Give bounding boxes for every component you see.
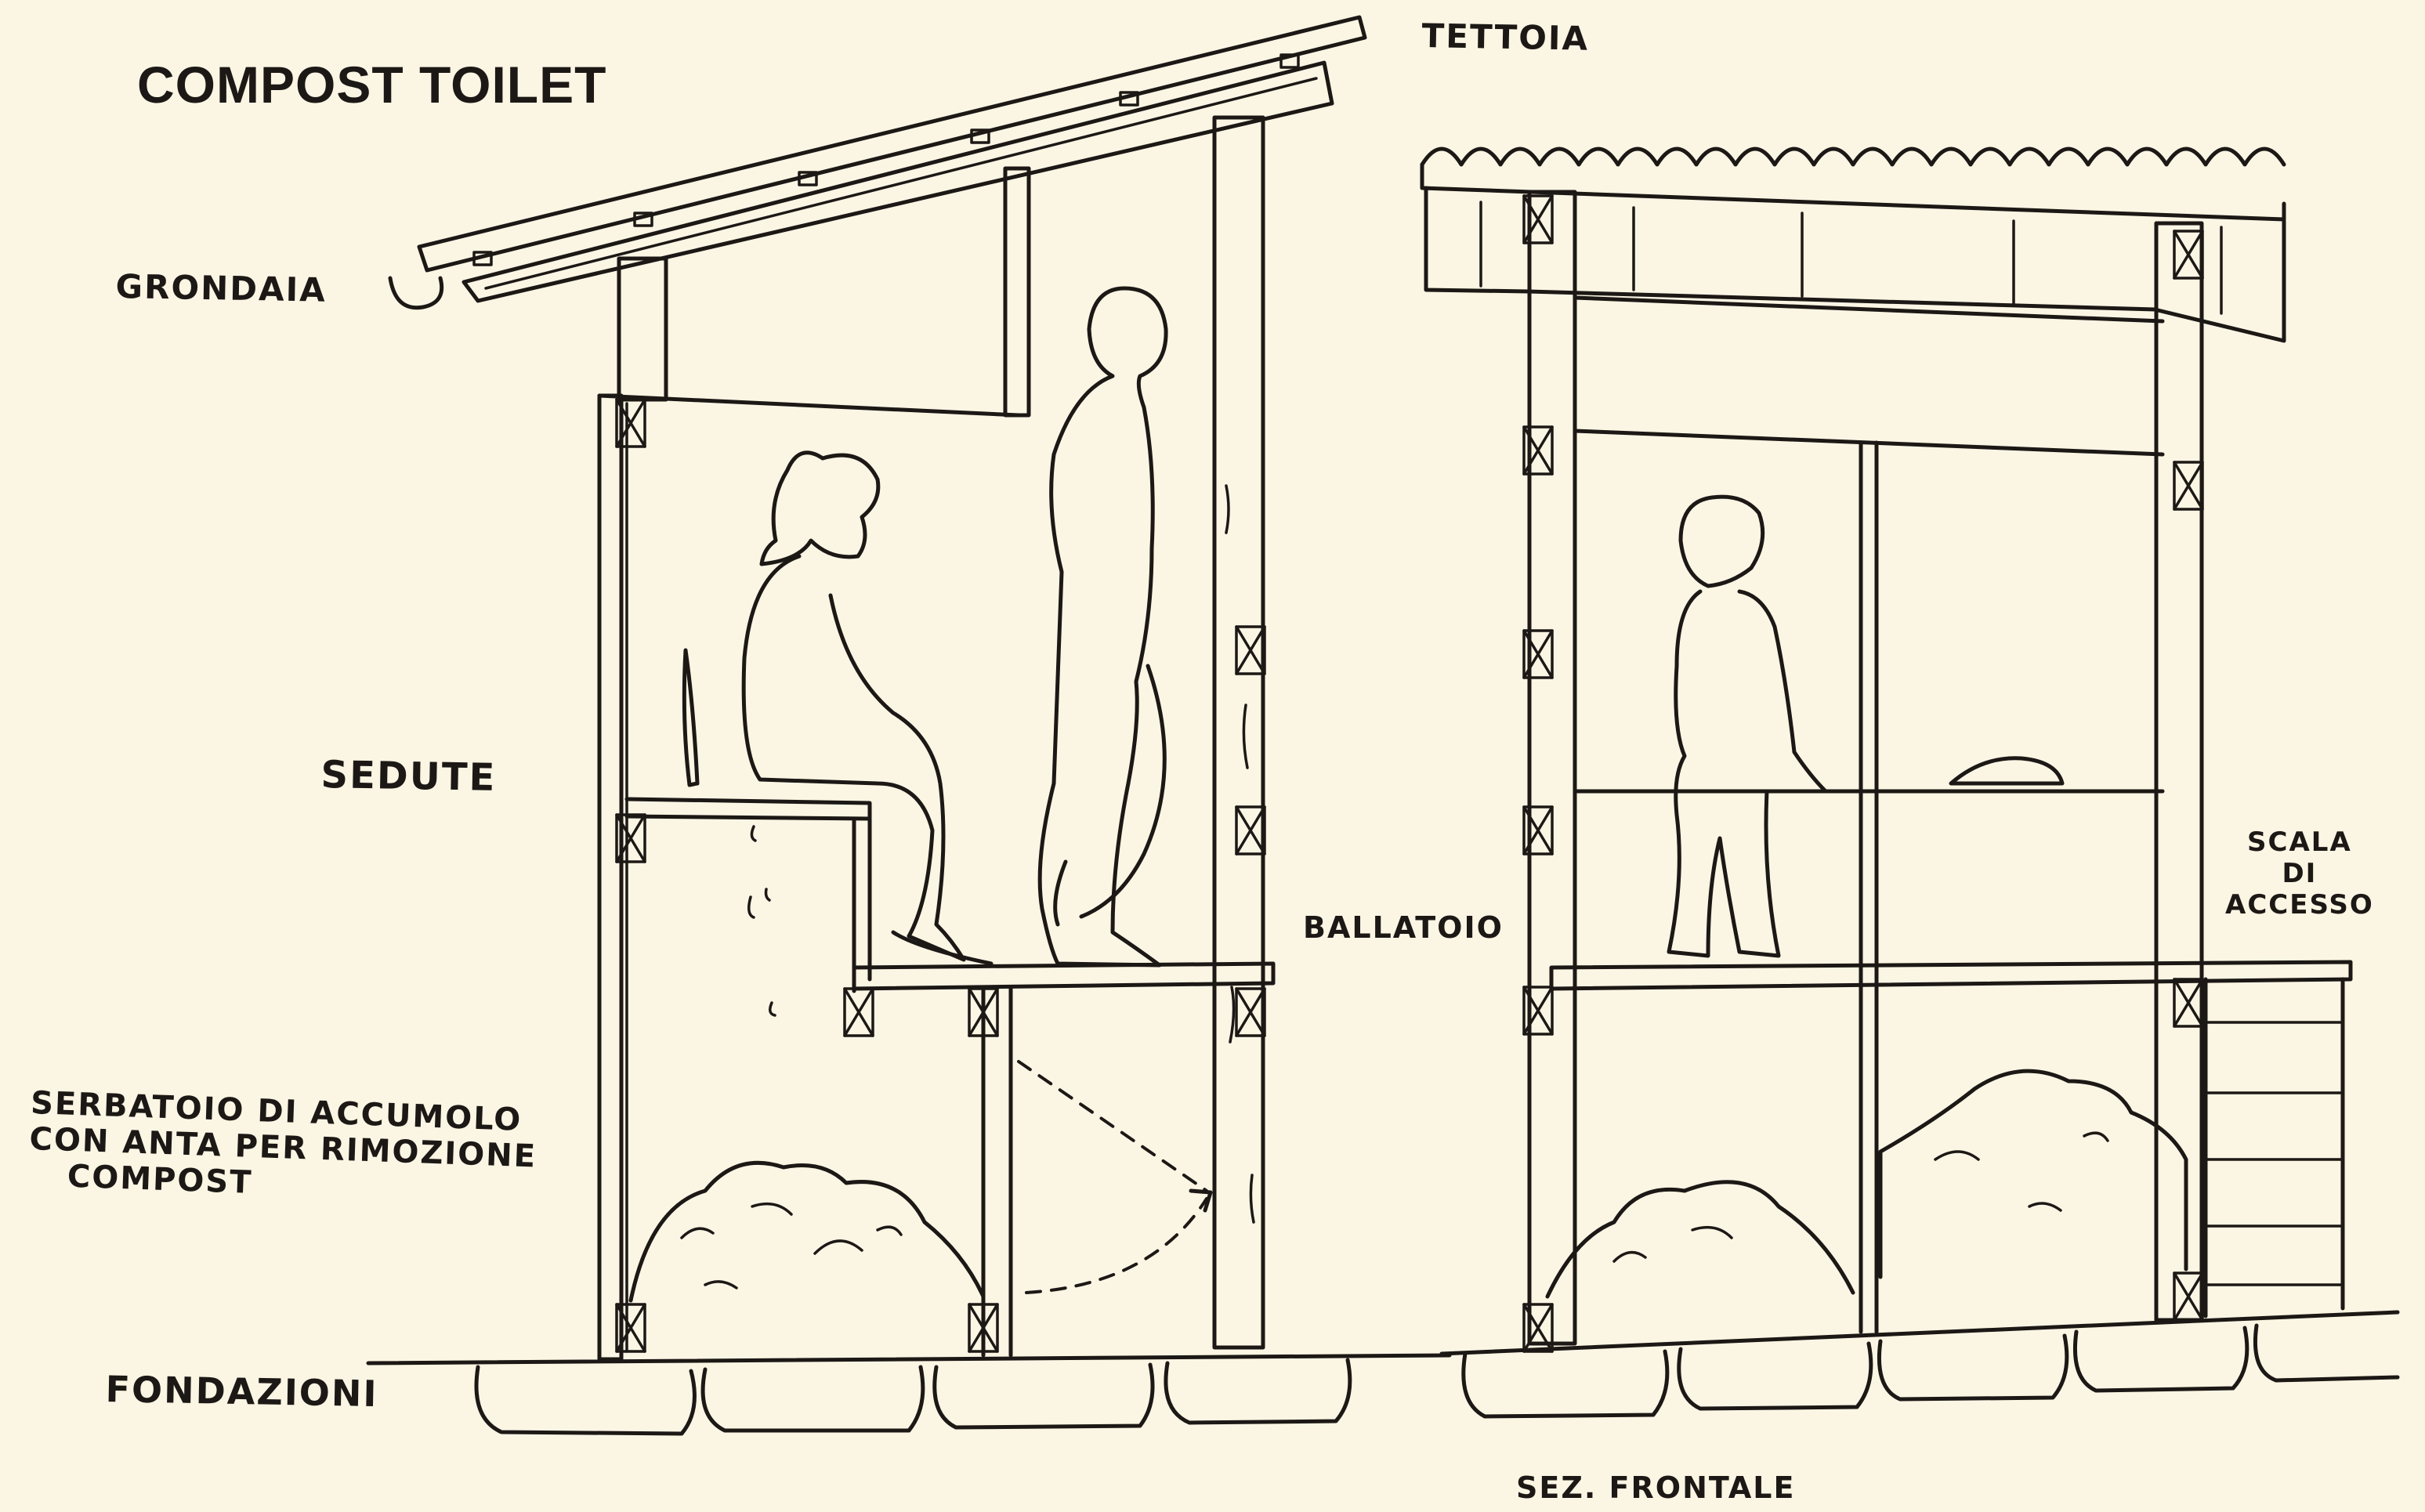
label-scala-line-3: ACCESSO <box>2225 889 2374 921</box>
label-fondazioni: FONDAZIONI <box>105 1368 379 1416</box>
label-tettoia: TETTOIA <box>1421 16 1590 58</box>
label-scala-di-accesso: SCALA DI ACCESSO <box>2225 827 2374 921</box>
gutter-shape <box>388 276 444 310</box>
label-sez-frontale: SEZ. FRONTALE <box>1516 1470 1796 1505</box>
foundation <box>366 1310 2400 1436</box>
label-sedute: SEDUTE <box>320 753 497 800</box>
front-section <box>1420 146 2353 1353</box>
label-scala-line-2: DI <box>2282 858 2318 890</box>
diagram-title: COMPOST TOILET <box>137 56 607 114</box>
label-serbatoio: SERBATOIO DI ACCUMOLO CON ANTA PER RIMOZ… <box>27 1085 538 1211</box>
side-section <box>388 15 1367 1362</box>
label-ballatoio: BALLATOIO <box>1303 910 1504 945</box>
label-grondaia: GRONDAIA <box>115 267 328 309</box>
label-scala-line-1: SCALA <box>2247 827 2352 858</box>
